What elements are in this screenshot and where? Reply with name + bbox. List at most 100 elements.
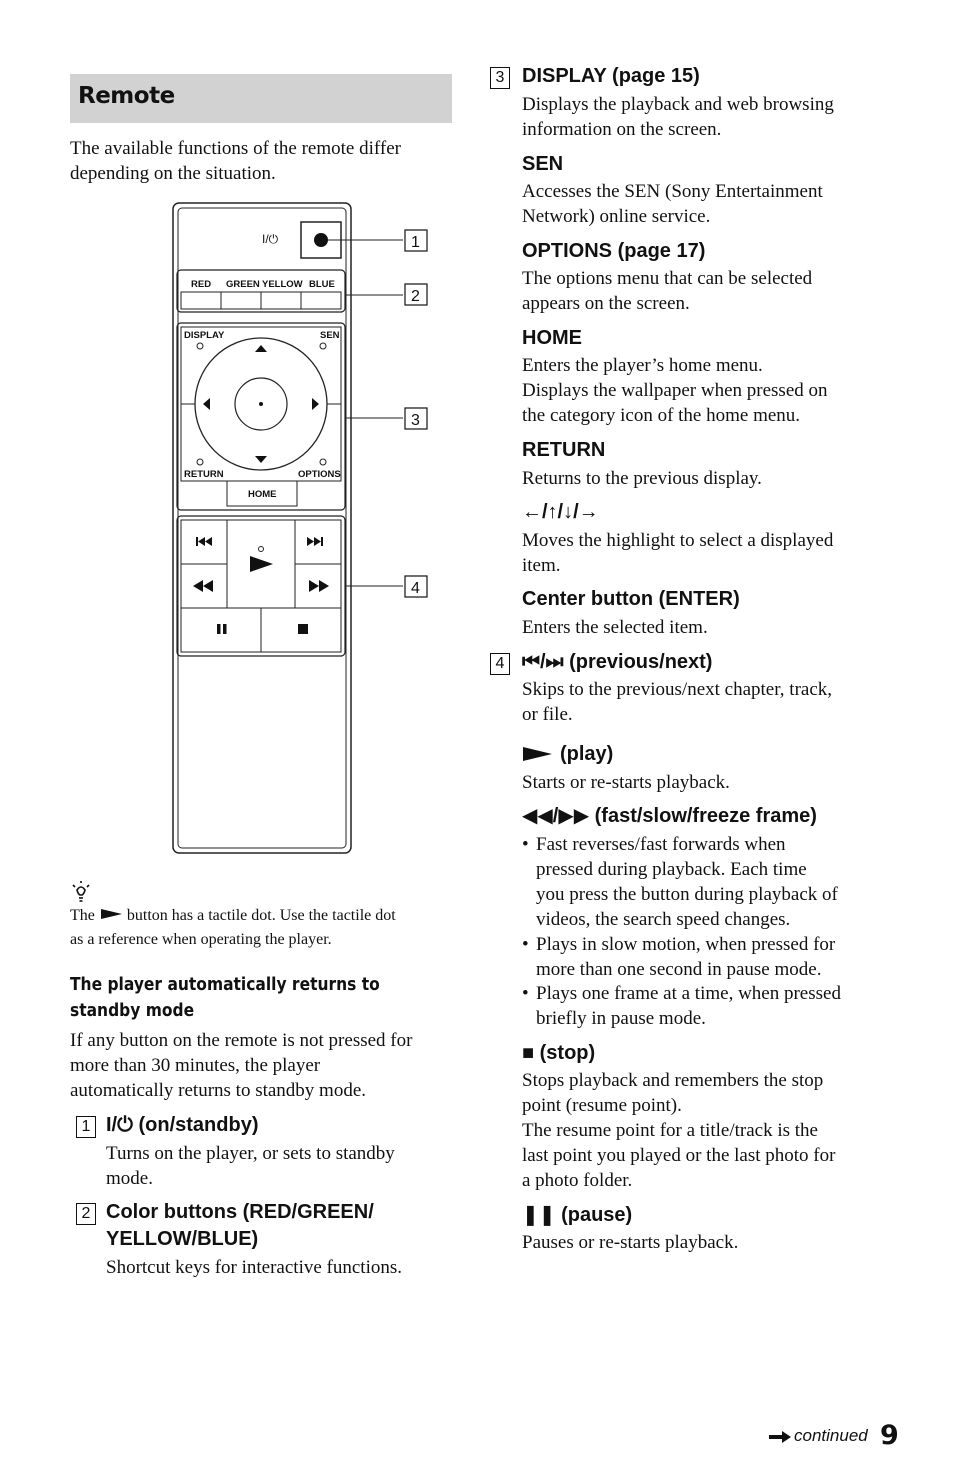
desc-line: the category icon of the home menu. bbox=[522, 405, 801, 426]
bullet-line: you press the button during playback of bbox=[536, 884, 838, 905]
arrows-desc: Moves the highlight to select a displaye… bbox=[522, 528, 833, 578]
item-number-1: 1 bbox=[76, 1116, 96, 1138]
power-label: I/⏻ bbox=[262, 232, 279, 246]
tip-text: The button has a tactile dot. Use the ta… bbox=[70, 904, 460, 952]
callout-4: 4 bbox=[411, 580, 420, 597]
play-title: (play) bbox=[560, 743, 614, 765]
center-desc: Enters the selected item. bbox=[522, 617, 708, 638]
sen-title: SEN bbox=[522, 153, 564, 175]
display-title: DISPLAY (page 15) bbox=[522, 65, 700, 87]
item-number-4: 4 bbox=[490, 653, 510, 675]
desc-line: or file. bbox=[522, 704, 573, 725]
arrows-title: ←/↑/↓/→ bbox=[522, 501, 599, 523]
play-triangle-icon bbox=[250, 556, 273, 572]
page-number: 9 bbox=[880, 1420, 899, 1451]
continued-arrow-icon bbox=[769, 1431, 791, 1443]
desc-line: information on the screen. bbox=[522, 119, 722, 140]
desc-line: Accesses the SEN (Sony Entertainment bbox=[522, 181, 823, 202]
desc-line: Network) online service. bbox=[522, 206, 711, 227]
display-desc: Displays the playback and web browsing i… bbox=[522, 92, 834, 142]
remote-body bbox=[172, 202, 352, 854]
pause-desc: Pauses or re-starts playback. bbox=[522, 1232, 739, 1253]
fast-title: ◀◀/▶▶ (fast/slow/freeze frame) bbox=[522, 805, 817, 827]
bullet-line: briefly in pause mode. bbox=[536, 1008, 706, 1029]
return-title: RETURN bbox=[522, 439, 606, 461]
stop-title: ■ (stop) bbox=[522, 1042, 596, 1064]
callout-2: 2 bbox=[411, 288, 420, 305]
power-dot bbox=[314, 233, 328, 247]
options-label: OPTIONS bbox=[298, 469, 341, 480]
standby-body-line: more than 30 minutes, the player bbox=[70, 1055, 321, 1076]
pause-title: ❚❚ (pause) bbox=[522, 1204, 633, 1226]
desc-line: item. bbox=[522, 555, 561, 576]
bullet-line: Plays one frame at a time, when pressed bbox=[536, 983, 841, 1004]
desc-line: last point you played or the last photo … bbox=[522, 1145, 836, 1166]
title-line: Color buttons (RED/GREEN/ bbox=[106, 1201, 374, 1223]
tip-text-end: button has a tactile dot. Use the tactil… bbox=[126, 907, 396, 924]
yellow-label: YELLOW bbox=[262, 279, 303, 290]
options-desc: The options menu that can be selected ap… bbox=[522, 266, 812, 316]
item-2-title: Color buttons (RED/GREEN/ YELLOW/BLUE) bbox=[106, 1199, 374, 1253]
standby-heading: The player automatically returns to stan… bbox=[70, 972, 380, 1024]
standby-heading-line: standby mode bbox=[70, 1000, 195, 1021]
green-label: GREEN bbox=[226, 279, 260, 290]
return-desc: Returns to the previous display. bbox=[522, 468, 762, 489]
left-arrow-icon bbox=[203, 398, 210, 410]
options-title: OPTIONS (page 17) bbox=[522, 240, 706, 262]
desc-line: a photo folder. bbox=[522, 1170, 633, 1191]
desc-line: Turns on the player, or sets to standby bbox=[106, 1143, 395, 1164]
desc-line: Skips to the previous/next chapter, trac… bbox=[522, 679, 833, 700]
intro-line: depending on the situation. bbox=[70, 163, 276, 184]
callout-3: 3 bbox=[411, 412, 420, 429]
desc-line: mode. bbox=[106, 1168, 153, 1189]
section-title: Remote bbox=[78, 83, 175, 109]
prevnext-desc: Skips to the previous/next chapter, trac… bbox=[522, 677, 832, 727]
remote-illustration: I/⏻ RED GREEN YELLOW BLUE DISPLAY SEN RE… bbox=[172, 202, 428, 854]
fast-bullet-3: • Plays one frame at a time, when presse… bbox=[522, 983, 841, 1029]
continued-label: continued bbox=[794, 1426, 868, 1445]
bullet-line: videos, the search speed changes. bbox=[536, 909, 791, 930]
section-header-bar: Remote bbox=[70, 74, 452, 123]
desc-line: Enters the player’s home menu. bbox=[522, 355, 763, 376]
desc-line: appears on the screen. bbox=[522, 293, 690, 314]
standby-body-line: automatically returns to standby mode. bbox=[70, 1080, 367, 1101]
stop-desc: Stops playback and remembers the stop po… bbox=[522, 1068, 835, 1193]
right-arrow-icon bbox=[312, 398, 319, 410]
center-title: Center button (ENTER) bbox=[522, 588, 740, 610]
item-1-desc: Turns on the player, or sets to standby … bbox=[106, 1141, 395, 1191]
fast-bullet-2: • Plays in slow motion, when pressed for… bbox=[522, 934, 836, 980]
home-title: HOME bbox=[522, 327, 582, 349]
desc-line: Displays the wallpaper when pressed on bbox=[522, 380, 828, 401]
standby-body: If any button on the remote is not press… bbox=[70, 1028, 412, 1103]
desc-line: The resume point for a title/track is th… bbox=[522, 1120, 818, 1141]
standby-body-line: If any button on the remote is not press… bbox=[70, 1030, 413, 1051]
tip-text-line2: as a reference when operating the player… bbox=[70, 931, 332, 948]
desc-line: point (resume point). bbox=[522, 1095, 682, 1116]
display-label: DISPLAY bbox=[184, 330, 225, 341]
play-icon bbox=[523, 747, 552, 761]
intro-line: The available functions of the remote di… bbox=[70, 138, 401, 159]
tip-lightbulb-icon bbox=[72, 881, 90, 902]
desc-line: Moves the highlight to select a displaye… bbox=[522, 530, 834, 551]
blue-label: BLUE bbox=[309, 279, 335, 290]
red-label: RED bbox=[191, 279, 211, 290]
return-label: RETURN bbox=[184, 469, 224, 480]
desc-line: Displays the playback and web browsing bbox=[522, 94, 834, 115]
home-desc: Enters the player’s home menu. Displays … bbox=[522, 353, 828, 428]
title-line: YELLOW/BLUE) bbox=[106, 1228, 259, 1250]
sen-desc: Accesses the SEN (Sony Entertainment Net… bbox=[522, 179, 823, 229]
bullet-line: Fast reverses/fast forwards when bbox=[536, 834, 786, 855]
tip-text-start: The bbox=[70, 907, 95, 924]
home-label: HOME bbox=[248, 489, 277, 500]
item-number-3: 3 bbox=[490, 67, 510, 89]
down-arrow-icon bbox=[255, 456, 267, 463]
bullet-line: more than one second in pause mode. bbox=[536, 959, 822, 980]
bullet-line: Plays in slow motion, when pressed for bbox=[536, 934, 836, 955]
standby-heading-line: The player automatically returns to bbox=[70, 974, 380, 995]
sen-label: SEN bbox=[320, 330, 340, 341]
item-2-desc: Shortcut keys for interactive functions. bbox=[106, 1257, 403, 1278]
item-1-title: I/⏻ (on/standby) bbox=[106, 1114, 259, 1136]
desc-line: The options menu that can be selected bbox=[522, 268, 813, 289]
prevnext-title: ⏮/⏭ (previous/next) bbox=[522, 651, 713, 673]
fast-bullet-1: • Fast reverses/fast forwards when press… bbox=[522, 834, 838, 930]
